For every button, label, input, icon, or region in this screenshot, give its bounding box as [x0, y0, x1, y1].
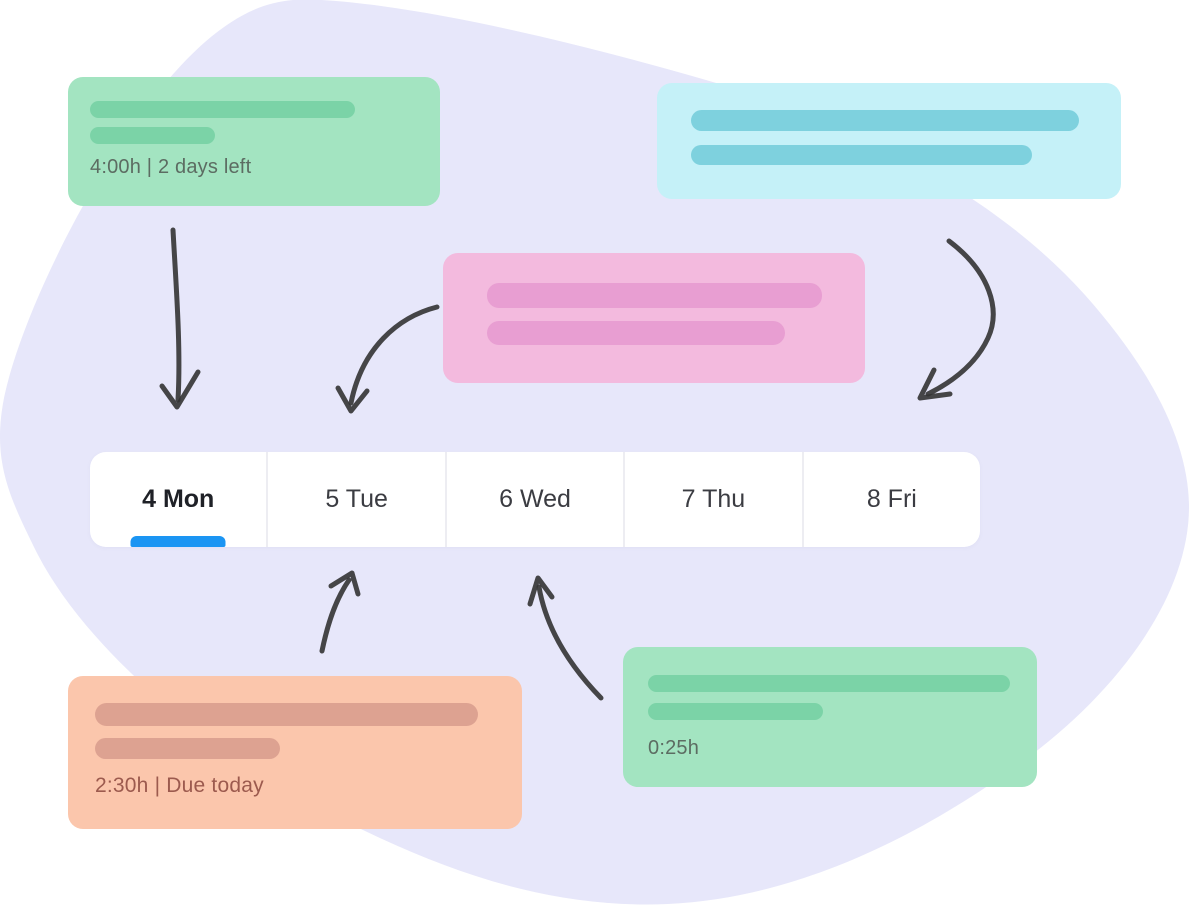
task-subtitle-bar — [487, 321, 785, 345]
day-label: 7 Thu — [681, 485, 746, 513]
task-subtitle-bar — [691, 145, 1032, 165]
task-title-bar — [691, 110, 1079, 131]
day-label: 5 Tue — [325, 485, 388, 513]
arrow-cyan-to-fri — [917, 238, 996, 401]
day-tab-thu[interactable]: 7 Thu — [623, 452, 801, 547]
task-card-mint[interactable]: 0:25h — [623, 647, 1037, 787]
active-day-indicator — [130, 536, 226, 547]
task-time-estimate: 4:00h | 2 days left — [90, 156, 252, 178]
day-label: 6 Wed — [499, 485, 571, 513]
arrow-orange-to-tue — [319, 570, 361, 654]
week-day-strip: 4 Mon 5 Tue 6 Wed 7 Thu 8 Fri — [90, 452, 980, 547]
task-title-bar — [90, 101, 355, 118]
task-subtitle-bar — [95, 738, 280, 759]
arrow-green-to-mon — [159, 227, 201, 410]
arrow-mint-to-wed — [527, 575, 604, 701]
day-tab-fri[interactable]: 8 Fri — [801, 452, 980, 547]
task-title-bar — [648, 675, 1010, 692]
task-title-bar — [95, 703, 478, 726]
task-subtitle-bar — [648, 703, 823, 720]
day-tab-mon[interactable]: 4 Mon — [90, 452, 266, 547]
day-label: 4 Mon — [142, 485, 215, 513]
task-card-pink[interactable] — [443, 253, 865, 383]
task-card-green[interactable]: 4:00h | 2 days left — [68, 77, 440, 206]
day-tab-wed[interactable]: 6 Wed — [444, 452, 623, 547]
task-title-bar — [487, 283, 822, 308]
task-card-orange[interactable]: 2:30h | Due today — [68, 676, 522, 829]
task-card-cyan[interactable] — [657, 83, 1121, 199]
day-label: 8 Fri — [866, 485, 917, 513]
task-time-estimate: 0:25h — [648, 737, 700, 759]
task-subtitle-bar — [90, 127, 215, 144]
day-tab-tue[interactable]: 5 Tue — [266, 452, 444, 547]
arrow-pink-to-tue — [335, 304, 440, 414]
task-time-estimate: 2:30h | Due today — [95, 774, 264, 797]
